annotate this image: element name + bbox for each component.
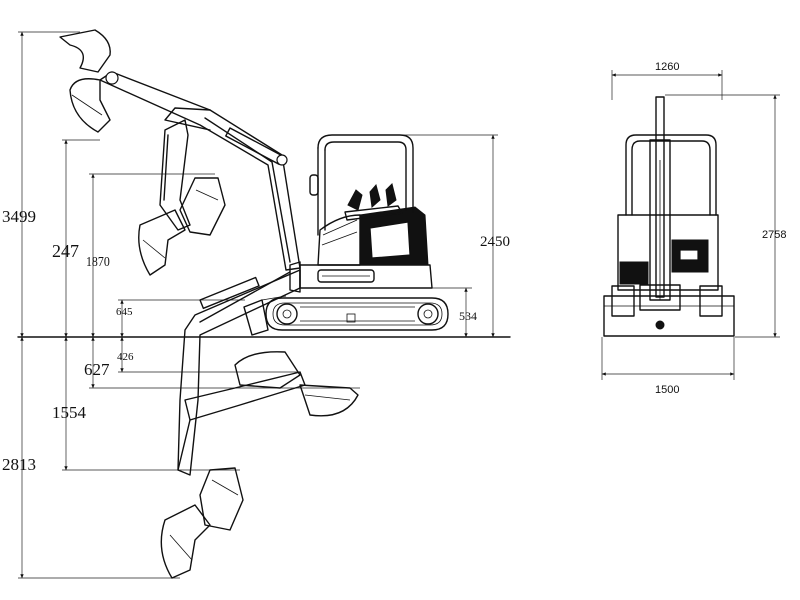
dim-blade-depth: 426 (117, 351, 134, 363)
dim-top-width: 1260 (655, 61, 679, 73)
bucket-lower-right (234, 351, 359, 417)
side-view: 3499 247 1870 645 426 627 1554 2813 2450… (2, 29, 511, 579)
front-view: 1260 2758 1500 (601, 61, 786, 396)
dim-blade-width: 1500 (655, 384, 679, 396)
bucket-bottom (160, 467, 244, 579)
dim-max-dig-depth: 2813 (2, 455, 36, 474)
arm-mid (138, 119, 226, 276)
dim-max-dig-height: 3499 (2, 207, 36, 226)
boom-raised (99, 71, 301, 271)
right-dimension-lines (400, 134, 498, 338)
excavator-body (243, 134, 449, 336)
dim-cab-height: 2450 (480, 234, 510, 250)
boom-lowered (177, 269, 306, 476)
dim-track-height: 534 (459, 309, 477, 323)
dim-dig-depth-1: 627 (84, 360, 110, 379)
dim-blade-lift: 645 (116, 306, 133, 318)
bucket-top (59, 29, 111, 133)
dim-dig-depth-2: 1554 (52, 403, 87, 422)
left-dimension-lines (18, 31, 360, 579)
front-body (603, 96, 735, 337)
dim-overall-height: 2758 (762, 229, 786, 241)
dim-max-dump-height: 247 (52, 241, 79, 261)
dim-dump-height-2: 1870 (86, 253, 110, 269)
